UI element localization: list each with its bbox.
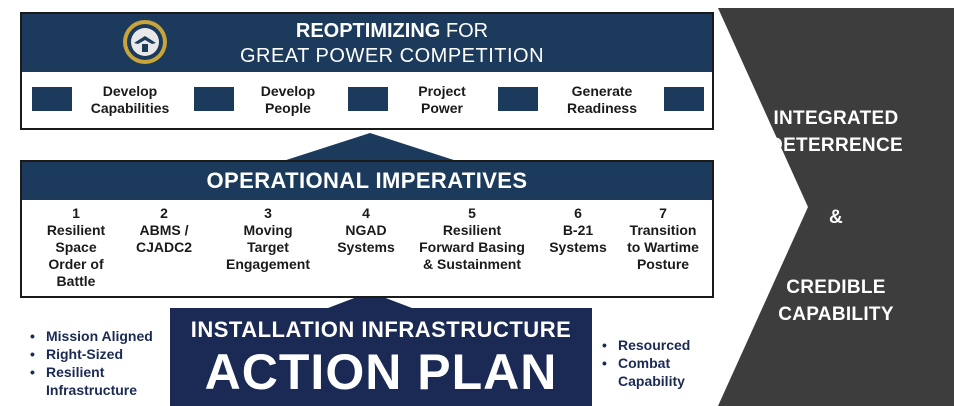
title-rest: FOR: [440, 20, 489, 42]
imperatives-title: OPERATIONAL IMPERATIVES: [206, 168, 528, 193]
imperative-line: to Wartime: [627, 239, 699, 255]
imperative-number: 2: [160, 205, 168, 221]
imperative-line: Battle: [56, 273, 96, 289]
pillar-line: Readiness: [566, 100, 638, 116]
pillar-line: Power: [420, 100, 463, 116]
imperative-2: 2 ABMS / CJADC2: [122, 205, 206, 256]
reoptimizing-box: REOPTIMIZING FOR GREAT POWER COMPETITION…: [20, 12, 714, 130]
page-subtitle: GREAT POWER COMPETITION: [239, 45, 545, 67]
imperative-number: 6: [574, 205, 582, 221]
imperative-line: Posture: [636, 256, 690, 272]
pillar-block-4: [498, 87, 538, 111]
imperative-line: Moving: [243, 222, 293, 238]
imperative-line: Space: [55, 239, 97, 255]
outcome-line-credible: CREDIBLE: [786, 277, 886, 298]
list-item: Right-Sized: [30, 345, 153, 363]
action-plan-title: ACTION PLAN: [204, 344, 558, 400]
action-plan-banner: INSTALLATION INFRASTRUCTURE ACTION PLAN: [170, 308, 592, 406]
pillar-block-2: [194, 87, 234, 111]
imperatives-header: OPERATIONAL IMPERATIVES: [22, 162, 712, 200]
pillar-block-5: [664, 87, 704, 111]
outcome-line-integrated: INTEGRATED: [773, 108, 899, 129]
imperative-line: Forward Basing: [419, 239, 525, 255]
outcome-line-deterrence: DETERRENCE: [769, 135, 903, 156]
bullet-line: Capability: [618, 373, 685, 389]
imperative-number: 4: [362, 205, 370, 221]
title-bold: REOPTIMIZING: [295, 20, 441, 42]
imperative-number: 3: [264, 205, 272, 221]
list-item: Resilient Infrastructure: [30, 363, 153, 399]
pillar-develop-people: Develop People: [240, 83, 336, 117]
list-item: Mission Aligned: [30, 327, 153, 345]
pillar-project-power: Project Power: [394, 83, 490, 117]
imperative-line: ABMS /: [139, 222, 189, 238]
pillar-line: Generate: [571, 83, 633, 99]
upward-arrow-bottom: [328, 292, 412, 308]
pillar-generate-readiness: Generate Readiness: [546, 83, 658, 117]
imperative-line: Resilient: [46, 222, 106, 238]
imperative-1: 1 Resilient Space Order of Battle: [32, 205, 120, 290]
pillar-line: Project: [418, 83, 466, 99]
connector-arrows: [280, 133, 460, 308]
imperative-number: 7: [659, 205, 667, 221]
imperative-4: 4 NGAD Systems: [324, 205, 408, 256]
pillar-line: Capabilities: [90, 100, 170, 116]
imperative-line: Resilient: [442, 222, 502, 238]
outcome-chevron: INTEGRATED DETERRENCE & CREDIBLE CAPABIL…: [718, 8, 954, 406]
reoptimizing-header: REOPTIMIZING FOR GREAT POWER COMPETITION: [22, 14, 712, 72]
bullet-line: Resilient: [46, 364, 105, 380]
outcome-line-capability: CAPABILITY: [778, 304, 894, 325]
pillar-block-1: [32, 87, 72, 111]
operational-imperatives-box: OPERATIONAL IMPERATIVES 1 Resilient Spac…: [20, 160, 714, 298]
upward-arrow-top: [280, 133, 460, 162]
imperative-number: 5: [468, 205, 476, 221]
list-item: Resourced: [602, 336, 690, 354]
imperative-7: 7 Transition to Wartime Posture: [618, 205, 708, 273]
page-title: REOPTIMIZING FOR: [182, 20, 602, 42]
chevron-shape: [718, 8, 954, 406]
imperative-number: 1: [72, 205, 80, 221]
bullet-line: Combat: [618, 355, 671, 371]
outcome-ampersand: &: [828, 207, 844, 228]
department-seal-icon: [123, 20, 167, 64]
imperative-line: Target: [247, 239, 289, 255]
pillar-block-3: [348, 87, 388, 111]
action-plan-heading: INSTALLATION INFRASTRUCTURE: [190, 317, 572, 342]
pillar-line: Develop: [260, 83, 316, 99]
left-bullet-list: Mission Aligned Right-Sized Resilient In…: [30, 327, 153, 399]
imperative-line: Systems: [337, 239, 395, 255]
imperative-line: Systems: [549, 239, 607, 255]
imperative-6: 6 B-21 Systems: [540, 205, 616, 256]
imperative-5: 5 Resilient Forward Basing & Sustainment: [408, 205, 536, 273]
bullet-line: Infrastructure: [46, 382, 138, 398]
imperative-line: & Sustainment: [422, 256, 521, 272]
pillar-line: Develop: [102, 83, 158, 99]
imperative-line: Engagement: [225, 256, 310, 272]
right-bullet-list: Resourced Combat Capability: [602, 336, 690, 390]
pillar-line: People: [265, 100, 311, 116]
imperative-3: 3 Moving Target Engagement: [210, 205, 326, 273]
pillar-develop-capabilities: Develop Capabilities: [80, 83, 180, 117]
imperative-line: Transition: [629, 222, 697, 238]
imperative-line: B-21: [562, 222, 594, 238]
imperative-line: CJADC2: [135, 239, 192, 255]
imperative-line: NGAD: [345, 222, 387, 238]
imperative-line: Order of: [48, 256, 104, 272]
list-item: Combat Capability: [602, 354, 690, 390]
